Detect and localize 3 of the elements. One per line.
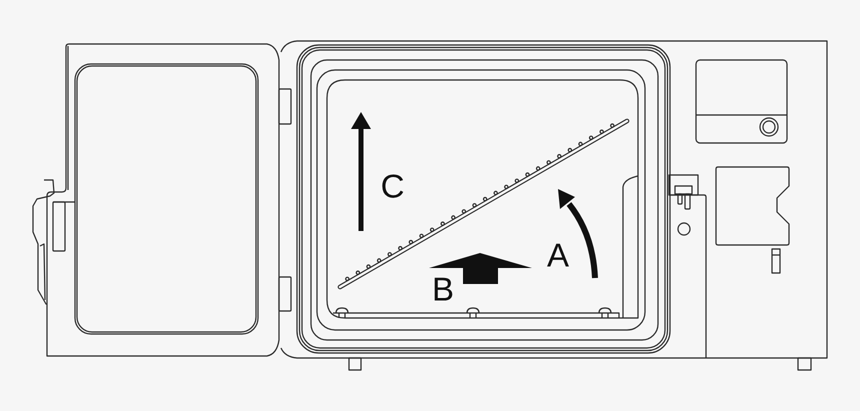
arrow-label: B xyxy=(432,272,454,305)
arrow-label: A xyxy=(547,238,569,272)
arrow-label: C xyxy=(380,170,404,202)
